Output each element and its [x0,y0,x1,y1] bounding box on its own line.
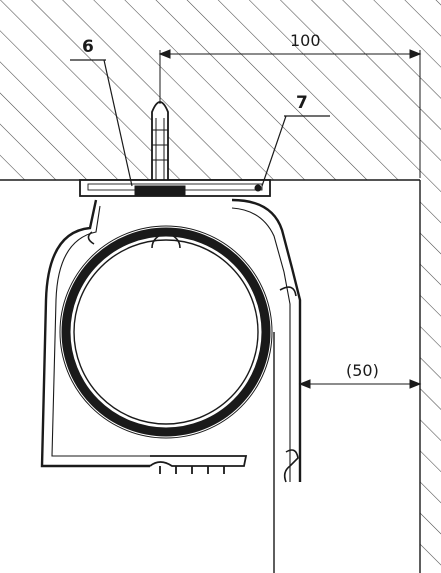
mounting-bracket [79,179,271,197]
callout-7-label: 7 [296,93,308,113]
roller-tube [59,225,273,439]
callout-6-label: 6 [82,37,94,57]
wall-anchor [151,101,169,187]
dimension-50-label: (50) [346,361,379,380]
callout-6: 6 [70,37,133,187]
dimension-50: (50) [298,361,422,389]
callout-7: 7 [261,93,330,187]
wall-section [419,180,441,573]
ceiling-section [0,0,441,181]
dimension-100: 100 [158,31,422,178]
cassette-housing [40,198,302,483]
dimension-100-label: 100 [290,31,321,50]
